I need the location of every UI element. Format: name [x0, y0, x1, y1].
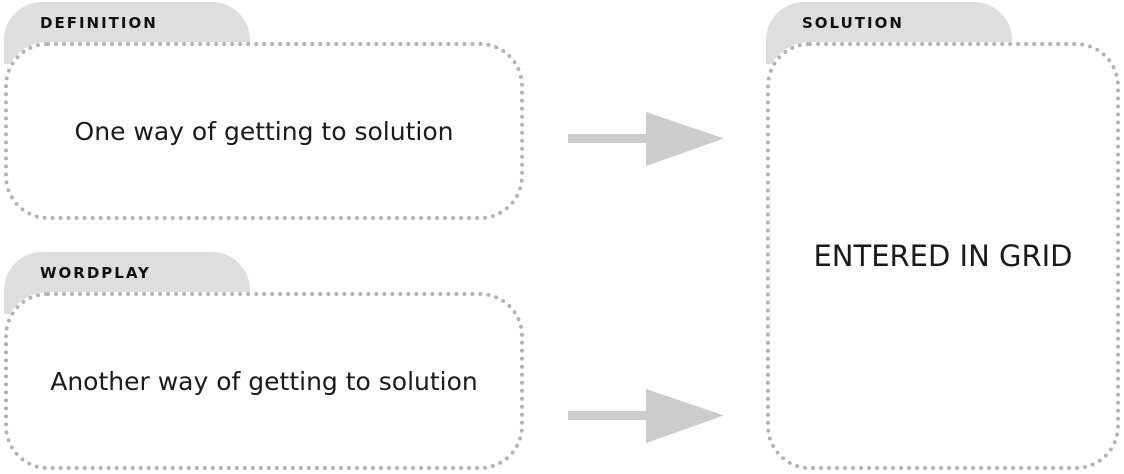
- wordplay-label: WORDPLAY: [40, 264, 151, 282]
- wordplay-box: Another way of getting to solution: [4, 292, 524, 470]
- solution-label: SOLUTION: [802, 14, 904, 32]
- arrow-right-icon: [568, 112, 724, 166]
- definition-box: One way of getting to solution: [4, 42, 524, 220]
- definition-text: One way of getting to solution: [74, 116, 454, 146]
- arrow-right-icon: [568, 389, 724, 443]
- definition-label: DEFINITION: [40, 14, 158, 32]
- wordplay-text: Another way of getting to solution: [50, 366, 478, 396]
- solution-box: ENTERED IN GRID: [766, 42, 1120, 470]
- solution-text: ENTERED IN GRID: [813, 239, 1073, 273]
